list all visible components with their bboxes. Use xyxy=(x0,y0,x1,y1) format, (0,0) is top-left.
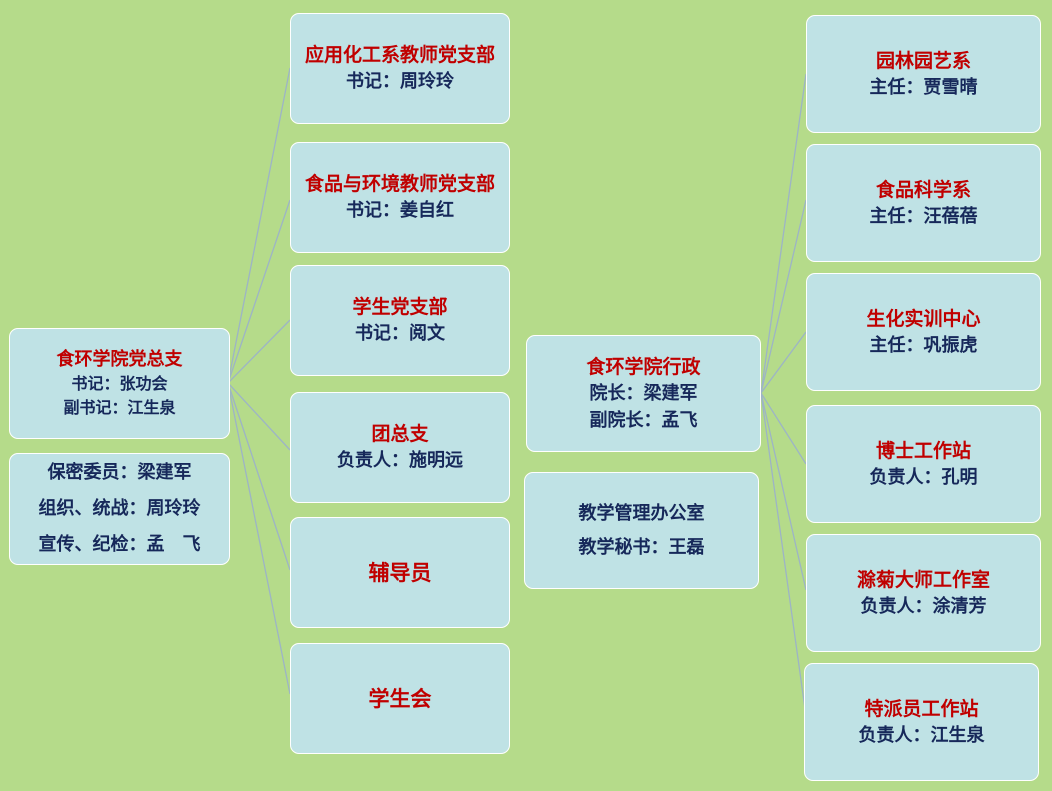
party-branch-title: 团总支 xyxy=(371,423,429,445)
admin-unit-leader: 负责人：江生泉 xyxy=(858,724,985,746)
student-union-box: 学生会 xyxy=(290,643,510,754)
admin-root-vice-dean: 副院长：孟飞 xyxy=(589,409,698,431)
connector-line xyxy=(227,382,291,695)
party-member-line: 组织、统战：周玲玲 xyxy=(38,498,201,519)
connector-line xyxy=(227,67,291,384)
party-members-box: 保密委员：梁建军 组织、统战：周玲玲 宣传、纪检：孟 飞 xyxy=(9,453,230,565)
party-member-line: 保密委员：梁建军 xyxy=(47,462,192,483)
party-root-deputy-secretary: 副书记：江生泉 xyxy=(63,397,176,417)
admin-unit-box: 滁菊大师工作室 负责人：涂清芳 xyxy=(806,534,1041,652)
connector-line xyxy=(760,73,807,394)
party-branch-box: 应用化工系教师党支部 书记：周玲玲 xyxy=(290,13,510,124)
admin-unit-title: 园林园艺系 xyxy=(875,49,971,72)
party-root-title: 食环学院党总支 xyxy=(56,348,183,370)
connector-line xyxy=(760,199,807,394)
teaching-office-secretary: 教学秘书：王磊 xyxy=(578,536,705,558)
party-branch-title: 食品与环境教师党支部 xyxy=(304,173,495,195)
party-branch-title: 学生党支部 xyxy=(352,296,448,318)
connector-line xyxy=(760,392,807,465)
admin-root-box: 食环学院行政 院长：梁建军 副院长：孟飞 xyxy=(526,335,761,452)
student-union-title: 学生会 xyxy=(368,685,432,711)
teaching-office-title: 教学管理办公室 xyxy=(578,502,705,524)
connector-line xyxy=(227,382,291,571)
party-branch-leader: 书记：姜自红 xyxy=(346,200,454,221)
counselor-box: 辅导员 xyxy=(290,517,510,628)
admin-unit-box: 食品科学系 主任：汪蓓蓓 xyxy=(806,144,1041,262)
admin-unit-title: 生化实训中心 xyxy=(866,307,981,330)
counselor-title: 辅导员 xyxy=(368,559,432,585)
party-branch-leader: 书记：阅文 xyxy=(355,323,445,344)
admin-unit-title: 博士工作站 xyxy=(875,439,971,462)
party-branch-leader: 书记：周玲玲 xyxy=(346,71,454,92)
admin-unit-leader: 主任：巩振虎 xyxy=(869,334,978,356)
admin-unit-title: 食品科学系 xyxy=(875,178,971,201)
connector-line xyxy=(760,331,807,394)
teaching-office-box: 教学管理办公室 教学秘书：王磊 xyxy=(524,472,759,589)
party-branch-title: 应用化工系教师党支部 xyxy=(304,44,495,66)
admin-unit-box: 生化实训中心 主任：巩振虎 xyxy=(806,273,1041,391)
admin-root-dean: 院长：梁建军 xyxy=(589,382,698,404)
admin-unit-leader: 主任：贾雪晴 xyxy=(869,76,978,98)
connector-line xyxy=(227,382,291,451)
connector-line xyxy=(227,199,291,384)
admin-unit-leader: 负责人：孔明 xyxy=(869,466,978,488)
party-branch-box: 学生党支部 书记：阅文 xyxy=(290,265,510,376)
party-member-line: 宣传、纪检：孟 飞 xyxy=(38,534,201,555)
connector-line xyxy=(227,319,291,384)
admin-unit-title: 滁菊大师工作室 xyxy=(856,568,990,591)
admin-unit-box: 博士工作站 负责人：孔明 xyxy=(806,405,1041,523)
party-root-secretary: 书记：张功会 xyxy=(71,373,168,393)
connector-line xyxy=(760,392,807,717)
party-root-box: 食环学院党总支 书记：张功会 副书记：江生泉 xyxy=(9,328,230,439)
admin-unit-leader: 主任：汪蓓蓓 xyxy=(869,205,978,227)
party-branch-leader: 负责人：施明远 xyxy=(337,450,463,471)
admin-unit-title: 特派员工作站 xyxy=(864,697,979,720)
connector-line xyxy=(760,392,807,591)
party-branch-box: 食品与环境教师党支部 书记：姜自红 xyxy=(290,142,510,253)
admin-root-title: 食环学院行政 xyxy=(586,355,701,378)
admin-unit-leader: 负责人：涂清芳 xyxy=(860,595,987,617)
admin-unit-box: 特派员工作站 负责人：江生泉 xyxy=(804,663,1039,781)
party-branch-box: 团总支 负责人：施明远 xyxy=(290,392,510,503)
admin-unit-box: 园林园艺系 主任：贾雪晴 xyxy=(806,15,1041,133)
